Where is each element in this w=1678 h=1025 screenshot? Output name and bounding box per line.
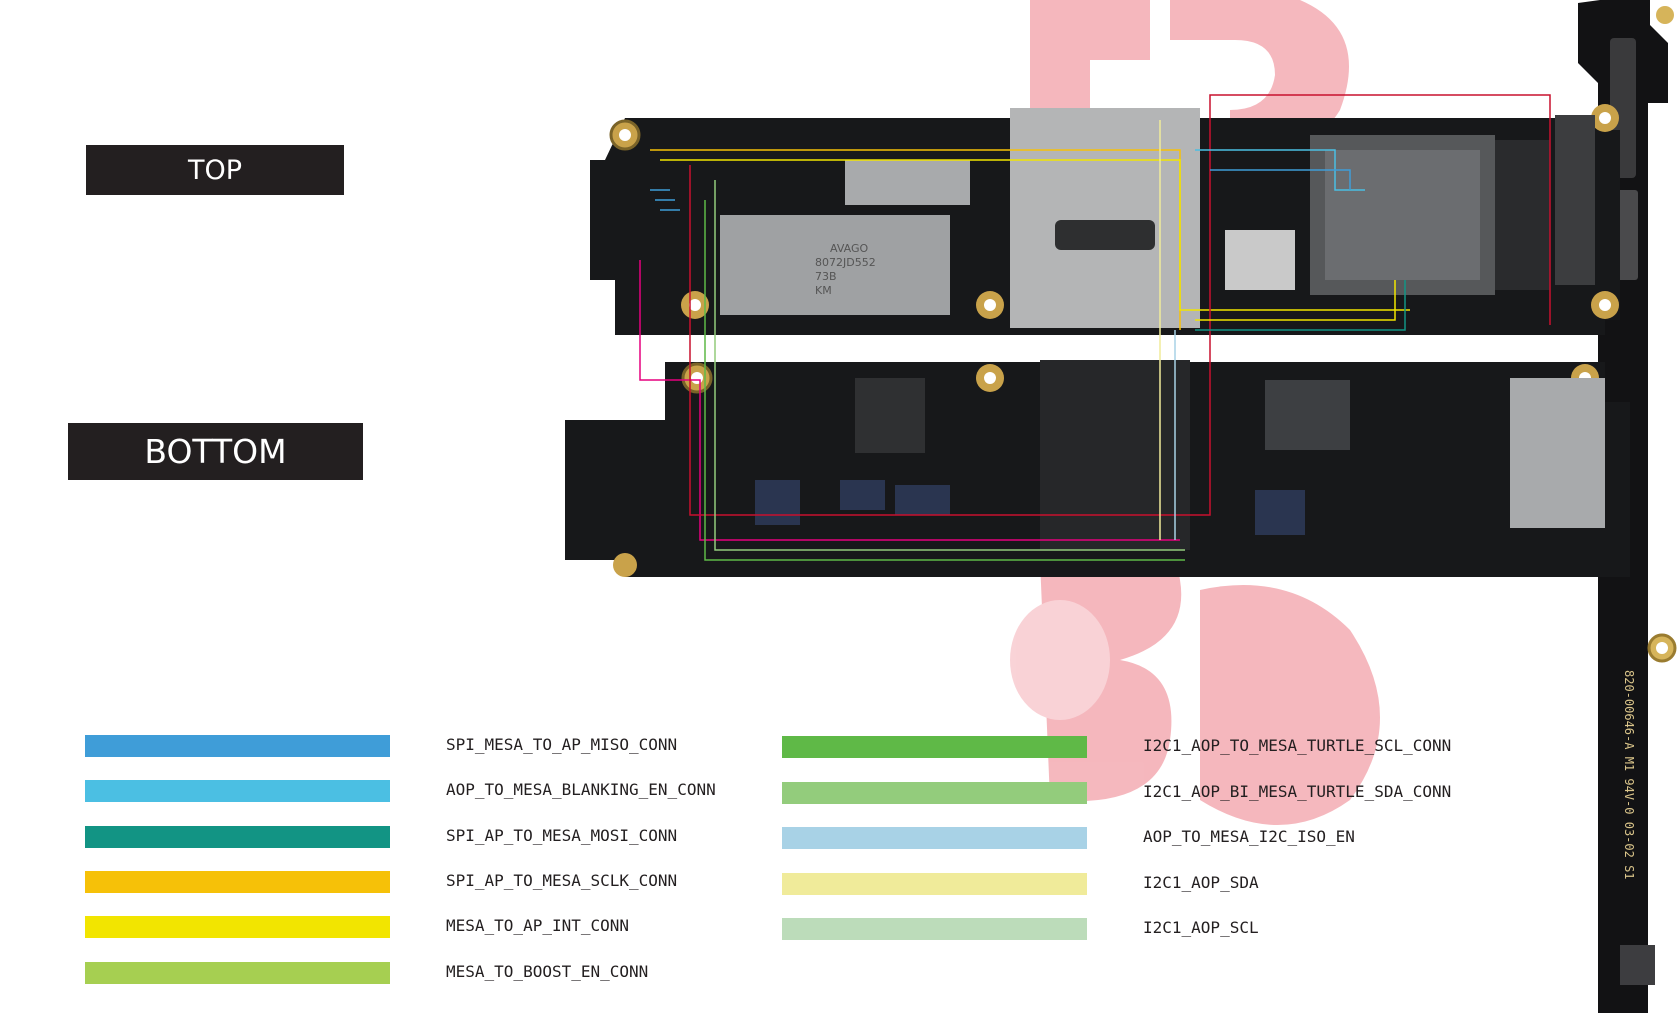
- bottom-board: [565, 360, 1630, 577]
- legend-swatch: [85, 962, 390, 984]
- signal-traces: [639, 94, 1551, 561]
- pcb-print: 820-00646-A M1 94V-0 03-02 S1: [1622, 670, 1636, 880]
- legend-swatch: [782, 918, 1087, 940]
- legend-swatch: [782, 782, 1087, 804]
- bottom-view-label: BOTTOM: [68, 423, 363, 480]
- legend-label: SPI_MESA_TO_AP_MISO_CONN: [446, 735, 678, 754]
- legend-swatch: [85, 735, 390, 757]
- legend-label: SPI_AP_TO_MESA_SCLK_CONN: [446, 871, 678, 890]
- legend-swatch: [782, 827, 1087, 849]
- legend-label: AOP_TO_MESA_BLANKING_EN_CONN: [446, 780, 716, 799]
- legend-swatch: [782, 873, 1087, 895]
- legend-label: SPI_AP_TO_MESA_MOSI_CONN: [446, 826, 678, 845]
- legend-swatch: [85, 916, 390, 938]
- legend-swatch: [85, 780, 390, 802]
- top-view-label: TOP: [86, 145, 344, 195]
- legend-label: MESA_TO_BOOST_EN_CONN: [446, 962, 649, 981]
- legend-label: I2C1_AOP_SDA: [1143, 873, 1259, 892]
- top-board: AVAGO 8072JD552 73B KM: [590, 104, 1620, 335]
- legend-label: I2C1_AOP_SCL: [1143, 918, 1259, 937]
- chip-label-1: AVAGO: [830, 242, 868, 255]
- legend-swatch: [85, 871, 390, 893]
- legend-label: I2C1_AOP_TO_MESA_TURTLE_SCL_CONN: [1143, 736, 1452, 755]
- chip-label-4: KM: [815, 284, 832, 297]
- legend-label: I2C1_AOP_BI_MESA_TURTLE_SDA_CONN: [1143, 782, 1452, 801]
- legend-swatch: [782, 736, 1087, 758]
- chip-label-3: 73B: [815, 270, 837, 283]
- legend-swatch: [85, 826, 390, 848]
- legend-label: MESA_TO_AP_INT_CONN: [446, 916, 630, 935]
- chip-label-2: 8072JD552: [815, 256, 876, 269]
- legend-label: AOP_TO_MESA_I2C_ISO_EN: [1143, 827, 1355, 846]
- watermark-logo: [1010, 0, 1380, 825]
